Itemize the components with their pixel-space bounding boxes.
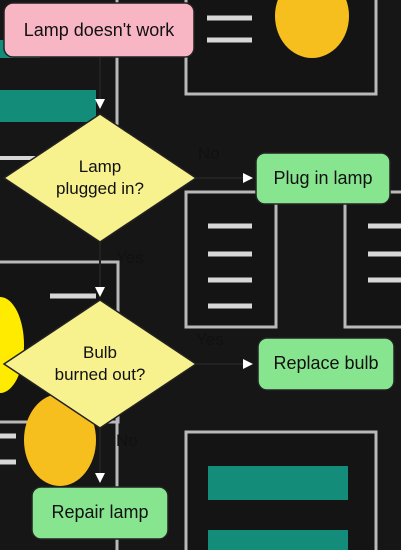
node-start[interactable]: Lamp doesn't work xyxy=(3,2,195,58)
node-decision-bulb[interactable]: Bulb burned out? xyxy=(2,299,198,429)
edge-label-plugged-no: No xyxy=(198,144,220,163)
decor-teal-bar-top-left xyxy=(0,90,96,122)
node-plug-in-box xyxy=(255,152,391,205)
node-repair-box xyxy=(31,486,169,540)
node-plug-in-label: Plug in lamp xyxy=(273,168,372,188)
decor-panel-right xyxy=(343,190,401,329)
node-decision-plugged-line1: Lamp xyxy=(79,157,122,176)
node-replace-bulb[interactable]: Replace bulb xyxy=(257,337,395,391)
decor-teal-bar xyxy=(208,466,348,500)
node-decision-plugged-line2: plugged in? xyxy=(56,179,144,198)
node-decision-plugged-shape xyxy=(2,113,198,243)
edge-label-bulb-no: No xyxy=(116,431,138,450)
node-decision-bulb-line1: Bulb xyxy=(83,343,117,362)
decor-yellow-oval xyxy=(275,0,349,58)
edge-labels: No Yes Yes No xyxy=(116,144,224,450)
edge-label-bulb-yes: Yes xyxy=(196,330,224,349)
node-repair[interactable]: Repair lamp xyxy=(31,486,169,540)
node-repair-label: Repair lamp xyxy=(51,502,148,522)
decor-teal-bar xyxy=(208,530,348,550)
node-plug-in[interactable]: Plug in lamp xyxy=(255,152,391,205)
edge-label-plugged-yes: Yes xyxy=(116,248,144,267)
node-start-box xyxy=(3,2,195,58)
node-start-label: Lamp doesn't work xyxy=(24,20,176,40)
node-decision-bulb-shape xyxy=(2,299,198,429)
node-replace-bulb-label: Replace bulb xyxy=(273,353,378,373)
node-decision-bulb-line2: burned out? xyxy=(55,365,146,384)
node-decision-plugged[interactable]: Lamp plugged in? xyxy=(2,113,198,243)
node-replace-bulb-box xyxy=(257,337,395,391)
flowchart-edges xyxy=(95,57,253,483)
decor-yellow-oval xyxy=(24,394,96,486)
